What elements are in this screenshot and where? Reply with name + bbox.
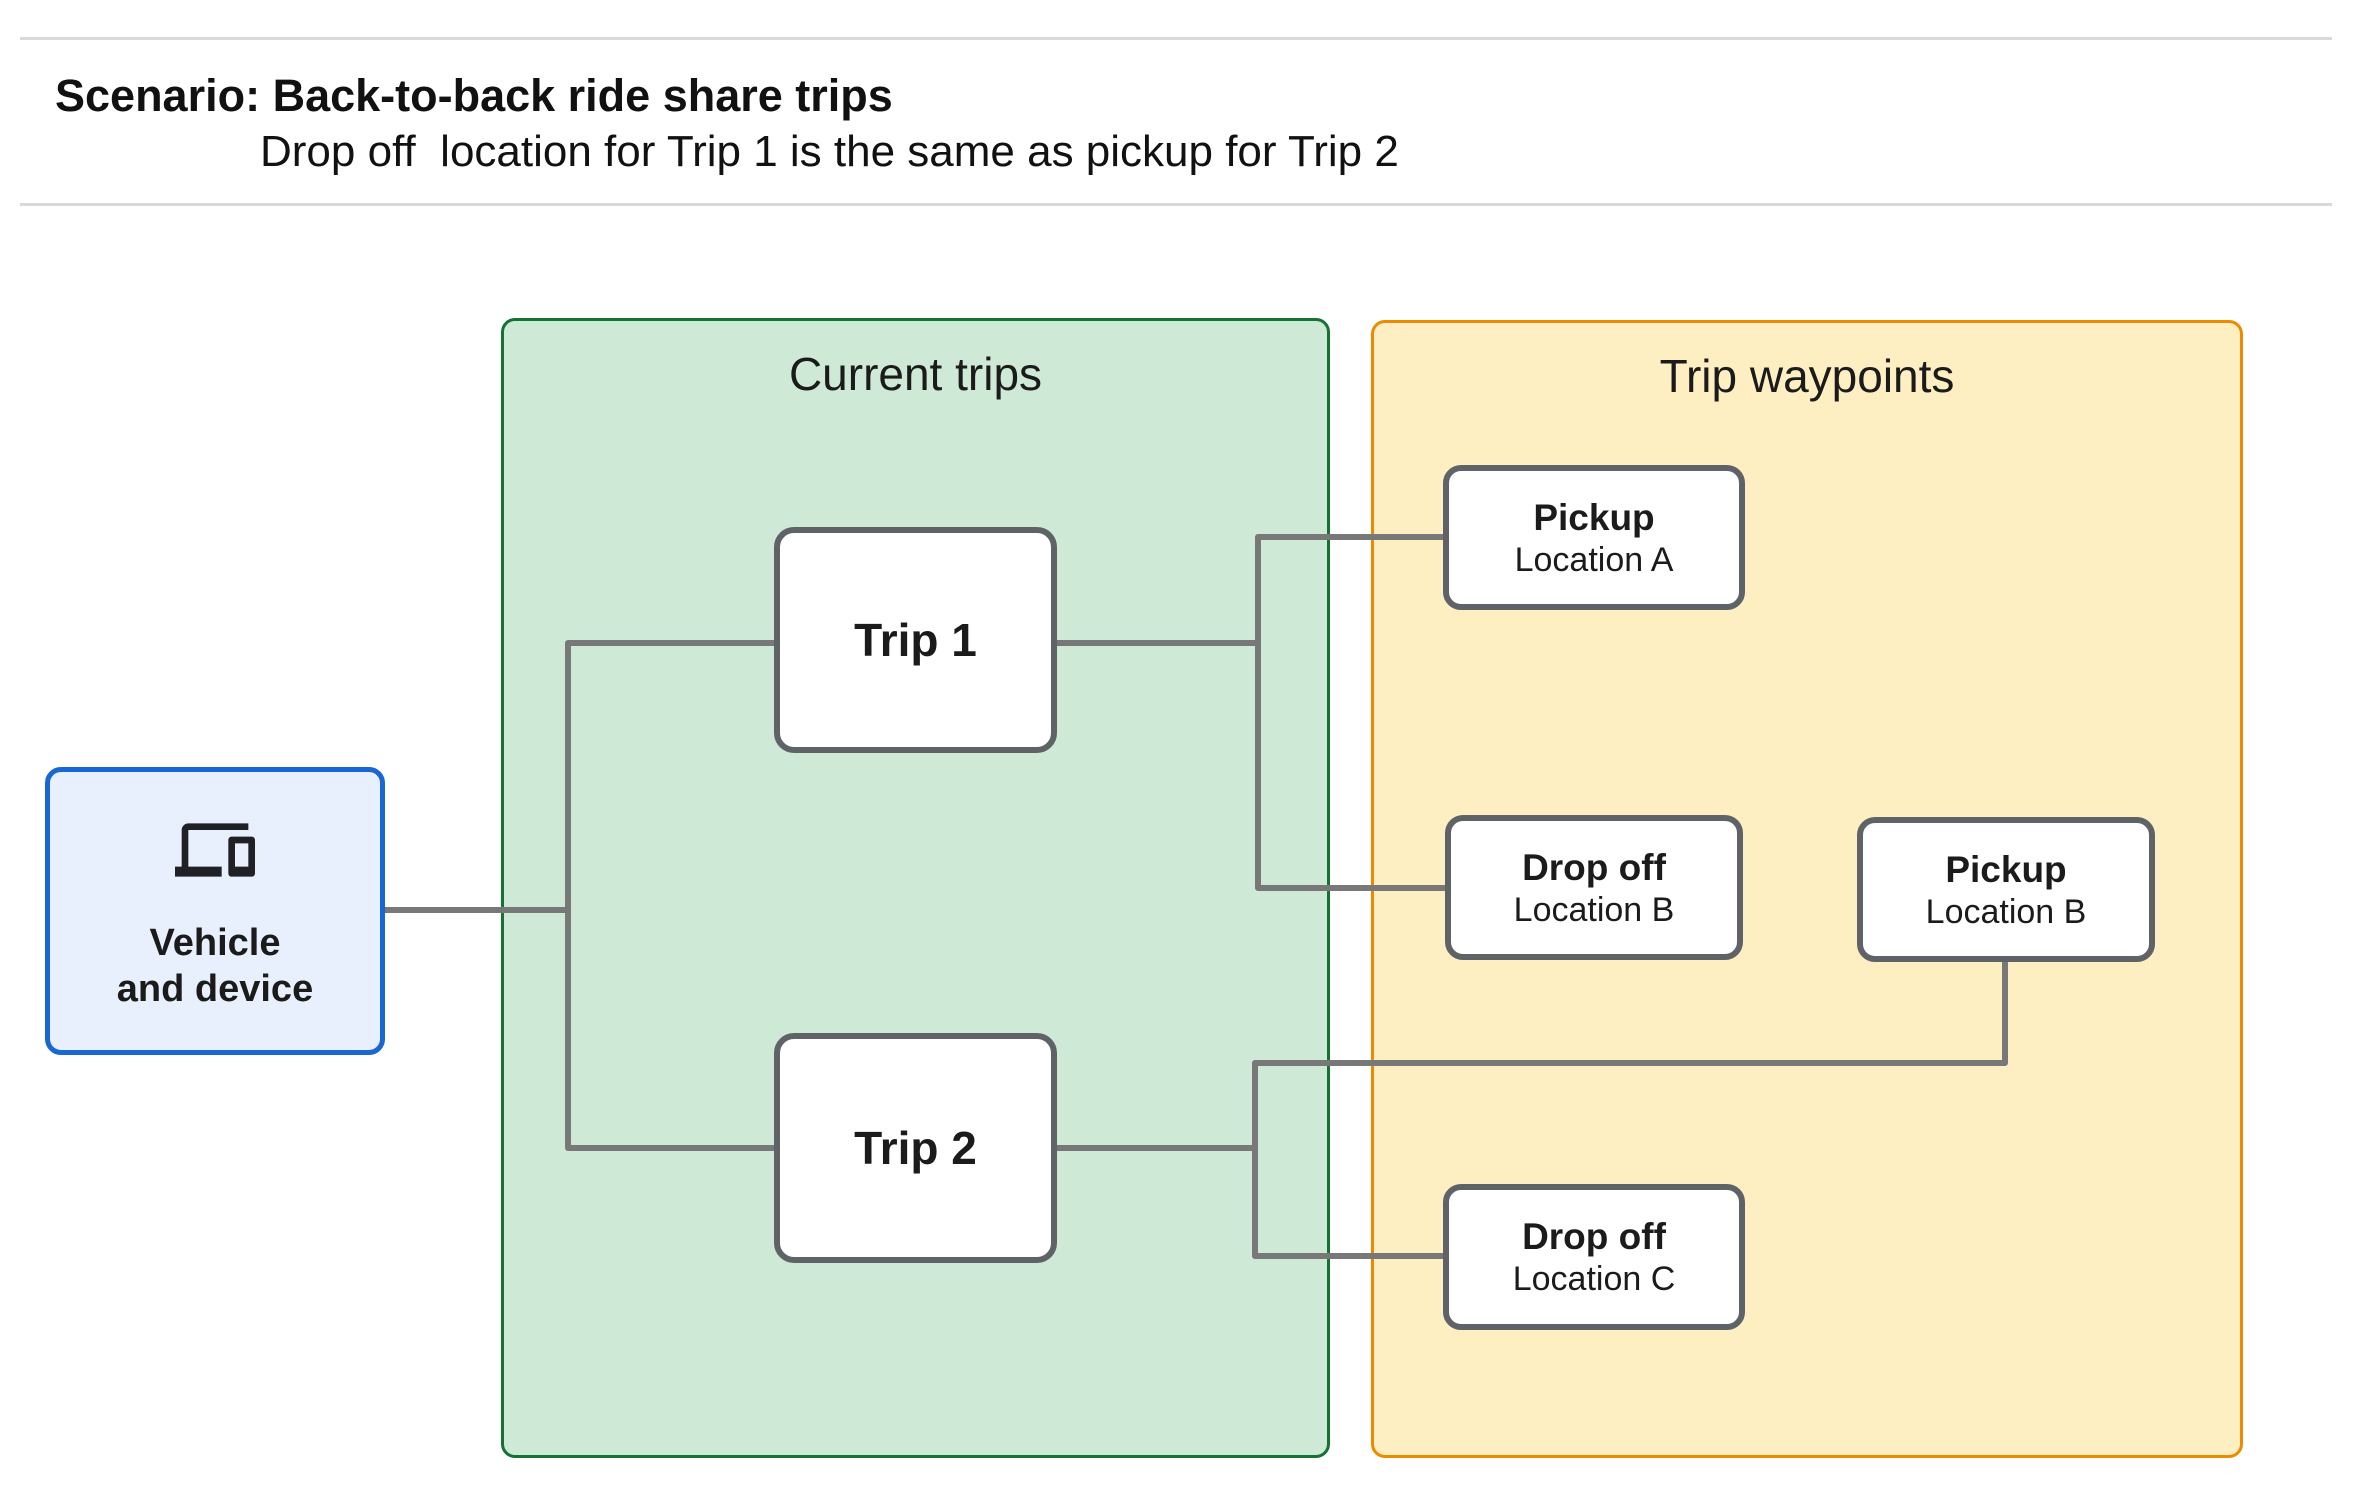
devices-icon [175, 823, 255, 877]
trip-1-label: Trip 1 [854, 614, 977, 666]
waypoint-type-label: Drop off [1522, 846, 1666, 888]
waypoint-location-label: Location B [1513, 890, 1675, 929]
page-title: Scenario: Back-to-back ride share trips [55, 70, 893, 121]
waypoint-type-label: Pickup [1945, 848, 2067, 890]
header-top-divider [20, 37, 2332, 40]
waypoint-pickup-location-a-node: Pickup Location A [1443, 465, 1745, 610]
vehicle-node-label: Vehicle and device [117, 920, 313, 1012]
current-trips-panel-title: Current trips [788, 348, 1043, 400]
waypoint-type-label: Drop off [1522, 1216, 1666, 1257]
trip-1-node: Trip 1 [774, 527, 1057, 753]
waypoint-type-label: Pickup [1533, 496, 1655, 538]
trip-waypoints-panel-title: Trip waypoints [1659, 350, 1955, 402]
header-bottom-divider [20, 203, 2332, 206]
waypoint-dropoff-location-c-node: Drop off Location C [1443, 1184, 1745, 1330]
waypoint-pickup-location-b-node: Pickup Location B [1857, 817, 2155, 962]
current-trips-panel: Current trips [501, 318, 1330, 1458]
waypoint-location-label: Location A [1514, 540, 1674, 579]
waypoint-location-label: Location B [1925, 892, 2087, 931]
vehicle-label-line1: Vehicle [149, 922, 281, 964]
page-subtitle: Drop off location for Trip 1 is the same… [260, 127, 1399, 176]
vehicle-and-device-node: Vehicle and device [45, 767, 385, 1055]
waypoint-dropoff-location-b-node: Drop off Location B [1445, 815, 1743, 960]
waypoint-location-label: Location C [1512, 1260, 1676, 1298]
trip-2-label: Trip 2 [854, 1122, 977, 1174]
trip-2-node: Trip 2 [774, 1033, 1057, 1263]
vehicle-label-line2: and device [116, 968, 314, 1010]
